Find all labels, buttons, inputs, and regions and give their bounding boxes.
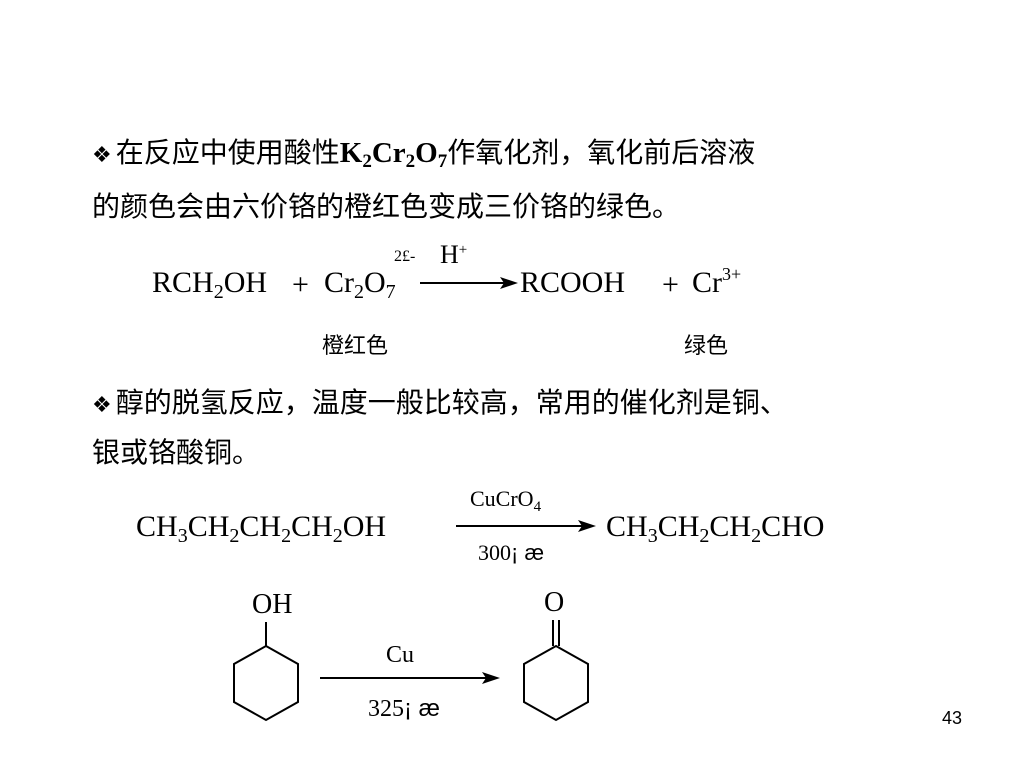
cyclohexanol-oh-label: OH: [252, 589, 293, 620]
text-segment: 在反应中使用酸性: [115, 136, 340, 169]
cyclohexanol-structure: [233, 622, 299, 722]
formula-k2cr2o7: K2Cr2O7: [339, 137, 448, 172]
reaction3-catalyst: Cu: [386, 642, 415, 668]
paragraph-2-line-1: ❖醇的脱氢反应，温度一般比较高，常用的催化剂是铜、: [92, 386, 788, 423]
reaction3-condition: 325¡ æ: [368, 695, 440, 723]
reaction1-reactant-dichromate: Cr2O7: [324, 266, 396, 303]
reaction2-arrow: [456, 520, 596, 532]
color-label-green: 绿色: [684, 334, 729, 359]
diamond-bullet-icon: ❖: [92, 393, 112, 418]
reaction2-catalyst: CuCrO4: [470, 486, 542, 515]
paragraph-2-line-2: 银或铬酸铜。: [92, 436, 261, 469]
diamond-bullet-icon: ❖: [92, 143, 112, 168]
text-segment: 作氧化剂，氧化前后溶液: [447, 136, 756, 169]
paragraph-1-line-2: 的颜色会由六价铬的橙红色变成三价铬的绿色。: [92, 190, 681, 223]
reaction1-plus: +: [292, 268, 309, 301]
cyclohexanone-structure: [523, 620, 589, 722]
reaction3-arrow: [320, 672, 500, 684]
page-number: 43: [942, 708, 963, 728]
text-segment: 醇的脱氢反应，温度一般比较高，常用的催化剂是铜、: [115, 386, 788, 419]
reaction1-arrow: [420, 277, 518, 289]
reaction1-product-chromium: Cr3+: [692, 264, 742, 299]
reaction2-reactant-butanol: CH3CH2CH2CH2OH: [136, 510, 387, 547]
reaction1-charge: 2£-: [394, 248, 416, 265]
reaction1-plus-2: +: [662, 268, 679, 301]
reaction1-product-acid: RCOOH: [520, 266, 626, 299]
reaction1-catalyst: H+: [440, 240, 468, 269]
reaction1-reactant-alcohol: RCH2OH: [152, 266, 268, 303]
reaction2-condition: 300¡ æ: [478, 540, 544, 565]
cyclohexanone-o-label: O: [544, 587, 565, 618]
color-label-orange-red: 橙红色: [322, 334, 389, 359]
paragraph-1-line-1: ❖在反应中使用酸性K2Cr2O7作氧化剂，氧化前后溶液: [92, 136, 755, 173]
reaction2-product-butanal: CH3CH2CH2CHO: [606, 510, 825, 547]
